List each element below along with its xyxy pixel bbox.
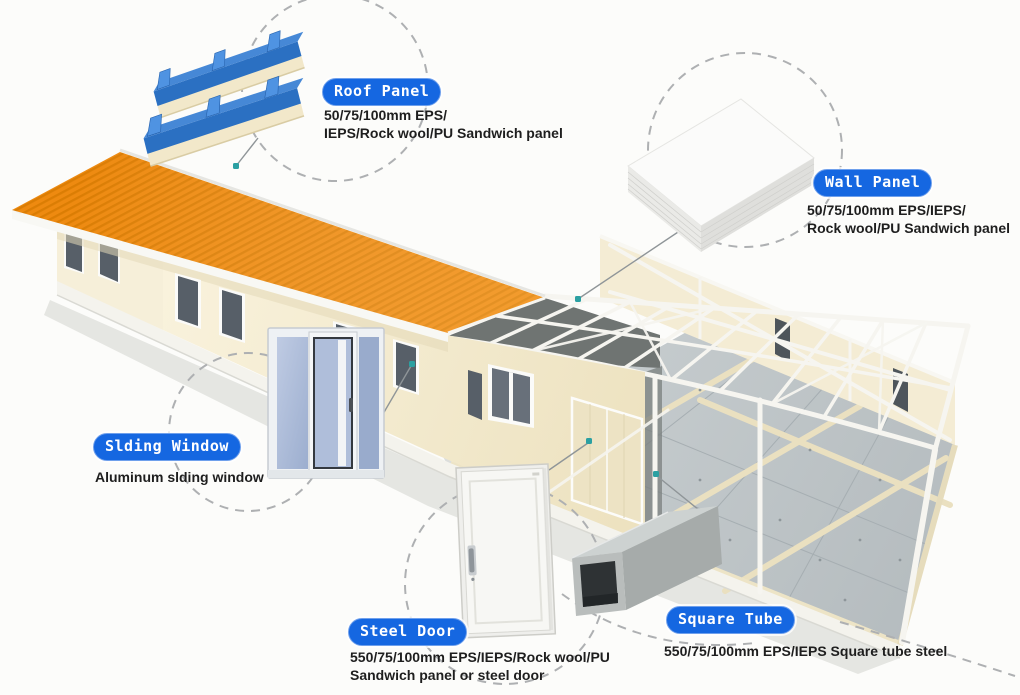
sliding-window-image <box>267 327 385 479</box>
roof-panel-image <box>143 30 305 167</box>
square-tube-label: Square Tube <box>666 606 795 634</box>
wall-panel-desc-1: 50/75/100mm EPS/IEPS/ <box>807 202 966 218</box>
steel-door-label: Steel Door <box>348 618 468 646</box>
sliding-window-desc: Aluminum slding window <box>95 469 264 485</box>
sliding-window-label: Slding Window <box>93 433 241 461</box>
roof-panel-desc-1: 50/75/100mm EPS/ <box>324 107 447 123</box>
roof-panel-label: Roof Panel <box>322 78 442 106</box>
steel-door-image <box>455 463 557 639</box>
marker-dots <box>233 163 659 477</box>
square-tube-desc: 550/75/100mm EPS/IEPS Square tube steel <box>664 643 948 659</box>
wall-panel-desc-2: Rock wool/PU Sandwich panel <box>807 220 1011 236</box>
square-tube-image <box>571 506 722 616</box>
steel-door-desc-1: 550/75/100mm EPS/IEPS/Rock wool/PU <box>350 649 610 665</box>
wall-panel-image <box>627 98 815 252</box>
back-wall <box>599 234 956 445</box>
wall-panel-label: Wall Panel <box>813 169 933 197</box>
roof <box>12 148 546 342</box>
steel-door-desc-2: Sandwich panel or steel door <box>350 667 545 683</box>
roof-panel-desc-2: IEPS/Rock wool/PU Sandwich panel <box>324 125 563 141</box>
